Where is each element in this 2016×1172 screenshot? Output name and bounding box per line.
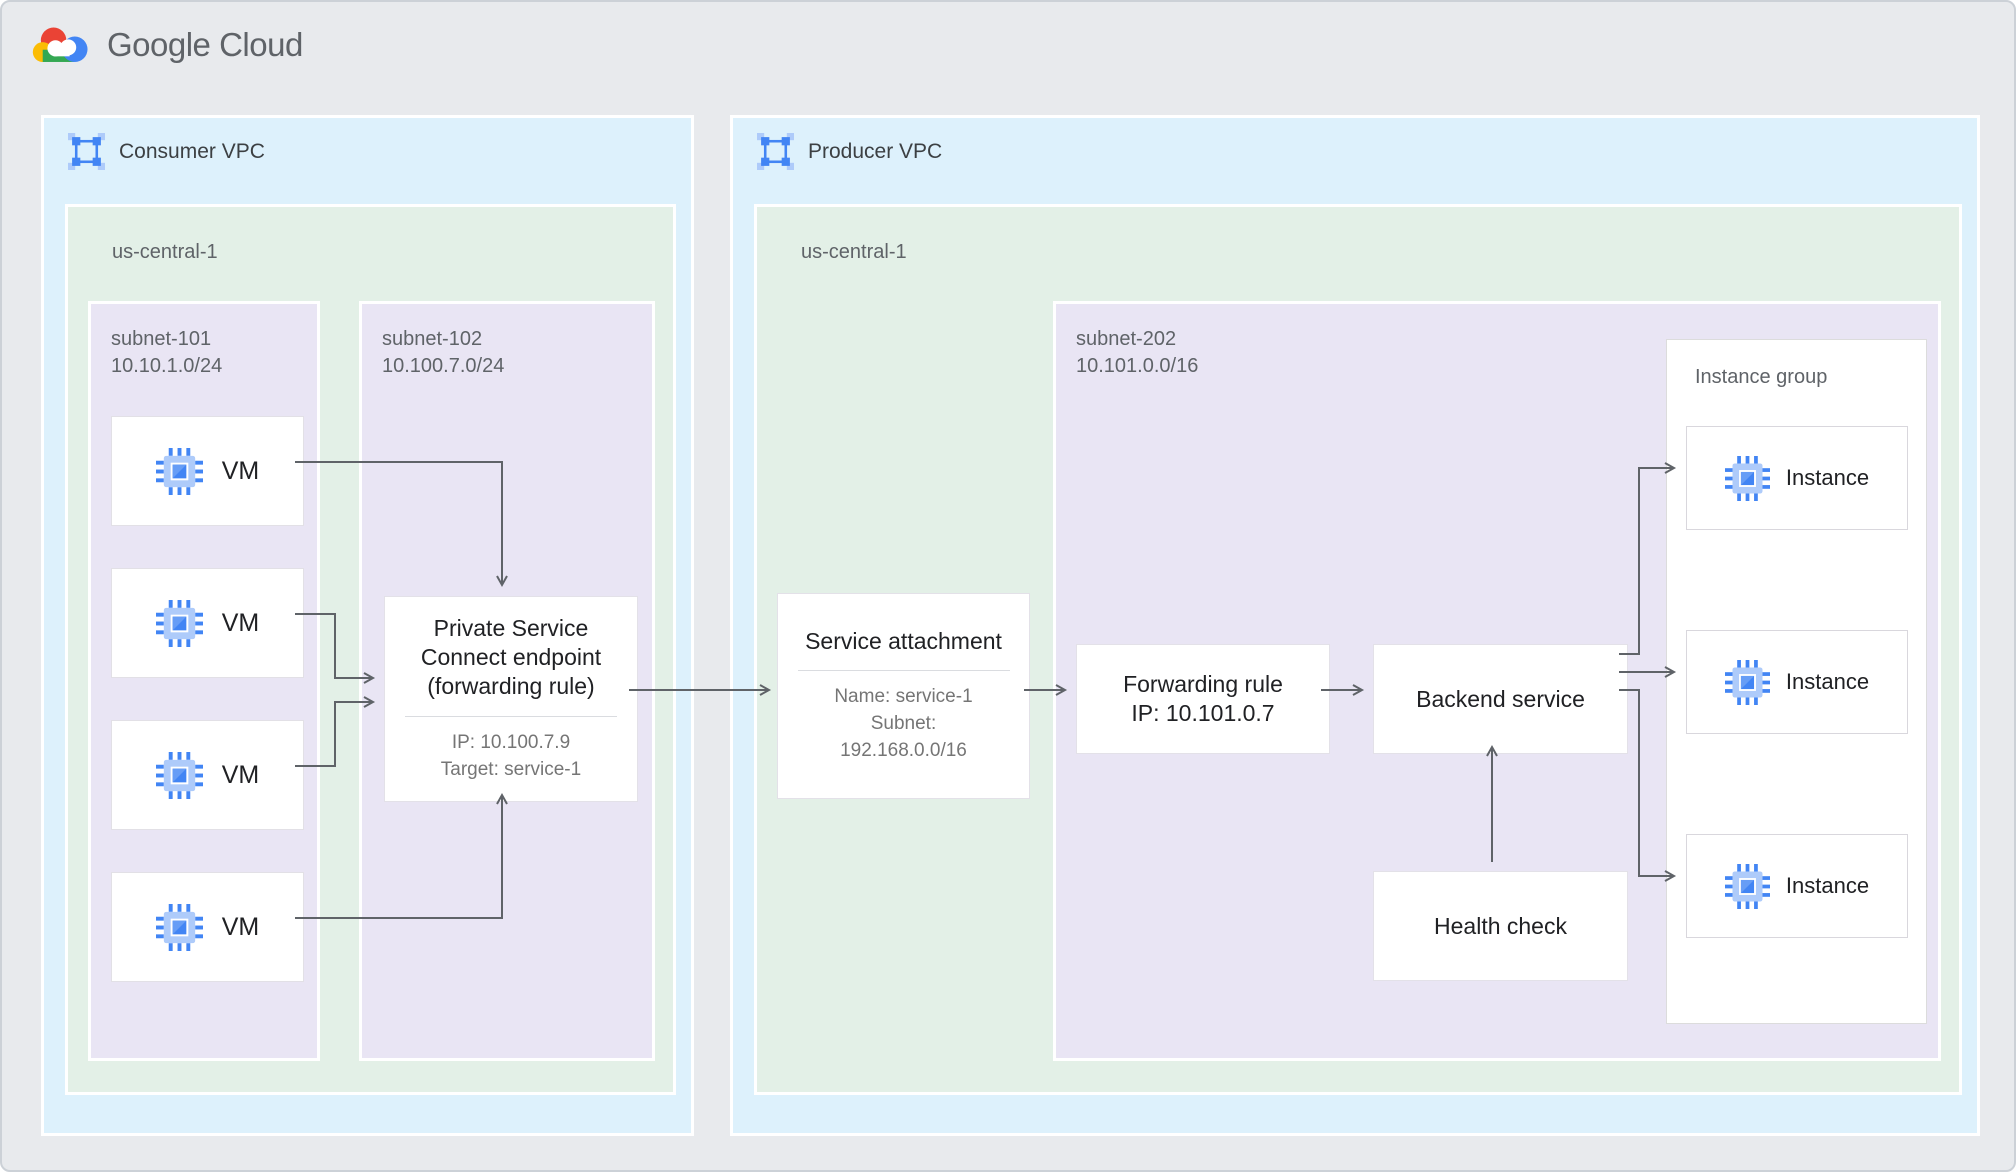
backend-service-title: Backend service [1416, 685, 1585, 712]
forwarding-rule-node: Forwarding rule IP: 10.101.0.7 [1076, 644, 1330, 754]
producer-region: us-central-1 Service attachment Name: se… [754, 204, 1962, 1095]
consumer-vpc-container: Consumer VPC us-central-1 subnet-101 10.… [41, 115, 694, 1136]
vm-node-1: VM [111, 416, 304, 526]
vm-node-4: VM [111, 872, 304, 982]
instance-label: Instance [1785, 465, 1870, 490]
subnet-101: subnet-101 10.10.1.0/24 VM VM VM V [88, 301, 320, 1061]
compute-engine-chip-icon [1725, 864, 1770, 909]
subnet-202-name: subnet-202 [1076, 328, 1177, 350]
service-attachment-name: Name: service-1 [834, 686, 973, 708]
psc-endpoint-title: Private Service Connect endpoint (forwar… [420, 615, 602, 699]
instance-group-label: Instance group [1695, 366, 1828, 388]
subnet-101-name: subnet-101 [111, 328, 212, 350]
backend-service-node: Backend service [1373, 644, 1628, 754]
divider [797, 670, 1010, 672]
forwarding-rule-ip: IP: 10.101.0.7 [1131, 700, 1275, 726]
vm-label: VM [221, 912, 260, 941]
subnet-202-label: subnet-202 10.101.0.0/16 [1076, 326, 1198, 380]
instance-label: Instance [1785, 669, 1870, 694]
compute-engine-chip-icon [156, 904, 203, 951]
vm-label: VM [221, 608, 260, 637]
psc-endpoint-ip: IP: 10.100.7.9 [451, 731, 571, 753]
health-check-node: Health check [1373, 871, 1628, 981]
producer-vpc-label: Producer VPC [808, 139, 943, 163]
consumer-region: us-central-1 subnet-101 10.10.1.0/24 VM … [65, 204, 676, 1095]
producer-vpc-container: Producer VPC us-central-1 Service attach… [730, 115, 1980, 1136]
subnet-202: subnet-202 10.101.0.0/16 Forwarding rule… [1053, 301, 1941, 1061]
consumer-region-label: us-central-1 [112, 241, 218, 263]
service-attachment-subnet-cidr: 192.168.0.0/16 [840, 740, 967, 762]
subnet-102-cidr: 10.100.7.0/24 [382, 355, 505, 377]
health-check-title: Health check [1434, 912, 1567, 939]
instance-node-2: Instance [1686, 630, 1908, 734]
vm-node-2: VM [111, 568, 304, 678]
subnet-102-name: subnet-102 [382, 328, 483, 350]
service-attachment-node: Service attachment Name: service-1 Subne… [777, 593, 1030, 799]
vm-label: VM [221, 456, 260, 485]
subnet-102: subnet-102 10.100.7.0/24 Private Service… [359, 301, 655, 1061]
compute-engine-chip-icon [1725, 660, 1770, 705]
consumer-vpc-header: Consumer VPC [68, 133, 265, 170]
instance-group-container: Instance group Instance Instance Instanc… [1666, 339, 1927, 1024]
compute-engine-chip-icon [1725, 456, 1770, 501]
subnet-101-label: subnet-101 10.10.1.0/24 [111, 326, 222, 380]
service-attachment-details: Name: service-1 Subnet: 192.168.0.0/16 [834, 684, 972, 765]
compute-engine-chip-icon [156, 752, 203, 799]
consumer-vpc-label: Consumer VPC [119, 139, 265, 163]
vm-label: VM [221, 760, 260, 789]
service-attachment-title: Service attachment [805, 627, 1002, 654]
forwarding-rule-title: Forwarding rule [1123, 671, 1283, 698]
google-cloud-icon [32, 27, 88, 62]
instance-label: Instance [1785, 873, 1870, 898]
compute-engine-chip-icon [156, 448, 203, 495]
logo-text: Google Cloud [107, 26, 303, 63]
psc-endpoint-details: IP: 10.100.7.9 Target: service-1 [441, 730, 581, 784]
compute-engine-chip-icon [156, 600, 203, 647]
subnet-101-cidr: 10.10.1.0/24 [111, 355, 223, 377]
google-cloud-logo: Google Cloud [30, 22, 303, 68]
instance-node-3: Instance [1686, 834, 1908, 938]
producer-region-label: us-central-1 [801, 241, 907, 263]
vm-node-3: VM [111, 720, 304, 830]
psc-endpoint-node: Private Service Connect endpoint (forwar… [384, 596, 638, 802]
vpc-network-icon [68, 133, 105, 170]
subnet-202-cidr: 10.101.0.0/16 [1076, 355, 1199, 377]
divider [405, 715, 617, 717]
psc-endpoint-target: Target: service-1 [440, 758, 582, 780]
instance-node-1: Instance [1686, 426, 1908, 530]
subnet-102-label: subnet-102 10.100.7.0/24 [382, 326, 504, 380]
vpc-network-icon [757, 133, 794, 170]
producer-vpc-header: Producer VPC [757, 133, 942, 170]
service-attachment-subnet-label: Subnet: [870, 713, 937, 735]
